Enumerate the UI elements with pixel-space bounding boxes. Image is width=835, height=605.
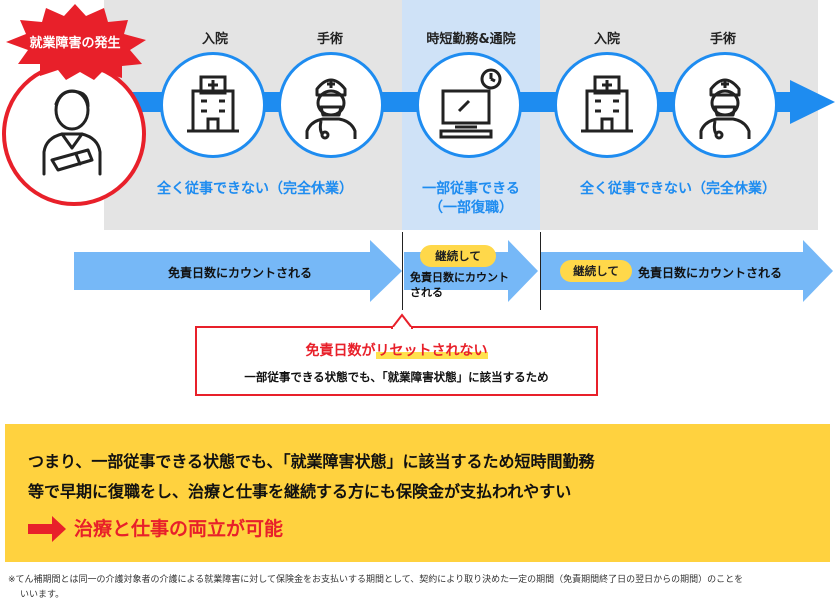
phase-header-surgery-1: 手術: [316, 32, 343, 47]
phase-header-hospital-2: 入院: [593, 32, 620, 47]
callout-title: 免責日数がリセットされない: [195, 340, 598, 360]
phase-header-surgery-2: 手術: [709, 32, 736, 47]
event-burst-badge: [6, 4, 146, 80]
shortwork-circle: [416, 52, 522, 158]
count-arrow-3-label: 免責日数にカウントされる: [638, 266, 783, 280]
continue-pill-1: 継続して: [420, 245, 496, 267]
count-arrow-2-label-line2: される: [410, 286, 443, 299]
footnote-line-2: いいます。: [20, 590, 65, 600]
status-partial-line1: 一部従事できる: [422, 181, 520, 197]
callout-body: 一部従事できる状態でも、「就業障害状態」に該当するため: [244, 370, 549, 384]
callout-title-prefix: 免責日数が: [305, 343, 376, 359]
continue-pill-2: 継続して: [560, 260, 632, 282]
surgeon-icon: [305, 78, 357, 140]
summary-line-2: 等で早期に復職をし、治療と仕事を継続する方にも保険金が支払われやすい: [28, 482, 572, 501]
count-arrow-2-label-line1: 免責日数にカウント: [410, 271, 509, 284]
count-arrow-1-label: 免責日数にカウントされる: [167, 266, 312, 280]
event-label: 就業障害の発生: [29, 36, 121, 51]
footnote-line-1: ※てん補期間とは同一の介護対象者の介護による就業障害に対して保険金をお支払いする…: [8, 575, 744, 585]
status-full-leave-2: 全く従事できない（完全休業）: [580, 181, 776, 197]
hospital-icon: [187, 75, 239, 133]
surgery-circle-1: [278, 52, 384, 158]
surgery-circle-2: [672, 52, 778, 158]
callout-box: [195, 326, 598, 396]
injured-person-icon: [42, 89, 102, 176]
computer-clock-icon: [439, 68, 502, 139]
phase-header-hospital-1: 入院: [201, 32, 228, 47]
summary-line-1: つまり、一部従事できる状態でも、「就業障害状態」に該当するため短時間勤務: [28, 452, 595, 471]
summary-conclusion: 治療と仕事の両立が可能: [74, 518, 284, 540]
phase-header-shortwork: 時短勤務&通院: [426, 32, 516, 47]
surgeon-icon: [699, 78, 751, 140]
count-arrow-1: [74, 240, 402, 302]
hospital-circle-2: [554, 52, 660, 158]
hospital-icon: [581, 75, 633, 133]
hospital-circle-1: [160, 52, 266, 158]
count-arrow-3: [541, 240, 833, 302]
right-arrow-icon: [28, 516, 66, 542]
status-partial-line2: （一部復職）: [429, 200, 513, 216]
status-full-leave-1: 全く従事できない（完全休業）: [157, 181, 353, 197]
callout-pointer: [391, 313, 413, 329]
divider-line-1: [402, 232, 403, 310]
summary-panel: [5, 424, 830, 562]
callout-title-highlight: リセットされない: [375, 343, 488, 359]
divider-line-2: [540, 232, 541, 310]
